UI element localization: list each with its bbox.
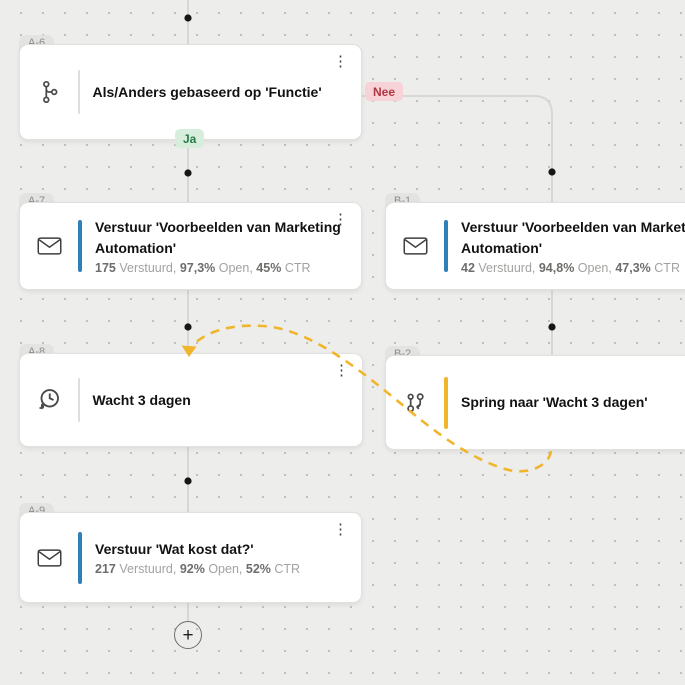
node-stats: 175 Verstuurd, 97,3% Open, 45% CTR [95, 261, 347, 275]
node-stats: 217 Verstuurd, 92% Open, 52% CTR [95, 562, 347, 576]
stat-ctr-value: 45% [256, 260, 282, 275]
jump-goto-icon [386, 390, 444, 416]
add-step-button[interactable]: + [174, 621, 202, 649]
stat-sent-label: Verstuurd, [478, 260, 536, 275]
stat-ctr-value: 47,3% [615, 260, 651, 275]
stat-sent-label: Verstuurd, [119, 562, 177, 577]
envelope-icon [20, 236, 78, 256]
stat-open-value: 97,3% [179, 260, 216, 275]
node-title: Als/Anders gebaseerd op 'Functie' [92, 83, 322, 100]
node-title: Wacht 3 dagen [92, 391, 191, 408]
stat-open-label: Open, [577, 260, 612, 275]
node-title: Verstuur 'Voorbeelden van Marketing Auto… [461, 219, 685, 256]
envelope-icon [386, 236, 444, 256]
accent-bar [78, 220, 82, 272]
node-card-a8[interactable]: Wacht 3 dagen ⋮ [19, 353, 363, 447]
connection-dot[interactable] [184, 323, 192, 331]
connection-dot[interactable] [184, 169, 192, 177]
stat-sent-value: 42 [461, 260, 475, 275]
branch-badge-nee[interactable]: Nee [365, 82, 404, 101]
accent-bar [444, 220, 448, 272]
kebab-menu-icon[interactable]: ⋮ [333, 521, 348, 538]
plus-icon: + [182, 624, 194, 646]
stat-sent-value: 175 [95, 260, 116, 275]
branch-split-icon [20, 79, 78, 105]
node-stats: 42 Verstuurd, 94,8% Open, 47,3% CTR [461, 261, 685, 275]
kebab-menu-icon[interactable]: ⋮ [333, 53, 348, 70]
stat-open-value: 92% [179, 562, 205, 577]
stat-open-value: 94,8% [538, 260, 575, 275]
stat-sent-value: 217 [95, 562, 116, 577]
card-divider [78, 378, 80, 422]
connection-dot[interactable] [184, 14, 192, 22]
envelope-icon [20, 548, 78, 568]
node-card-b1[interactable]: Verstuur 'Voorbeelden van Marketing Auto… [385, 202, 685, 290]
stat-ctr-label: CTR [284, 260, 311, 275]
stat-open-label: Open, [218, 260, 253, 275]
kebab-menu-icon[interactable]: ⋮ [333, 211, 348, 228]
connection-dot[interactable] [548, 168, 556, 176]
clock-history-icon [20, 385, 78, 415]
card-divider [78, 70, 80, 114]
connection-dot[interactable] [184, 477, 192, 485]
stat-sent-label: Verstuurd, [119, 260, 177, 275]
accent-bar [78, 531, 82, 584]
node-title: Verstuur 'Voorbeelden van Marketing Auto… [95, 219, 341, 256]
stat-open-label: Open, [208, 562, 243, 577]
connection-dot[interactable] [548, 323, 556, 331]
node-card-a7[interactable]: Verstuur 'Voorbeelden van Marketing Auto… [19, 202, 362, 290]
stat-ctr-value: 52% [245, 562, 271, 577]
node-card-a6[interactable]: Als/Anders gebaseerd op 'Functie' ⋮ [19, 44, 362, 140]
node-title: Verstuur 'Wat kost dat?' [95, 540, 254, 557]
node-title: Spring naar 'Wacht 3 dagen' [461, 394, 648, 411]
node-card-a9[interactable]: Verstuur 'Wat kost dat?' 217 Verstuurd, … [19, 512, 362, 603]
kebab-menu-icon[interactable]: ⋮ [334, 362, 349, 379]
branch-badge-ja[interactable]: Ja [175, 129, 205, 148]
node-card-b2[interactable]: Spring naar 'Wacht 3 dagen' [385, 355, 685, 450]
stat-ctr-label: CTR [274, 562, 301, 577]
stat-ctr-label: CTR [654, 260, 680, 275]
connector-line-nee-branch [362, 95, 553, 202]
